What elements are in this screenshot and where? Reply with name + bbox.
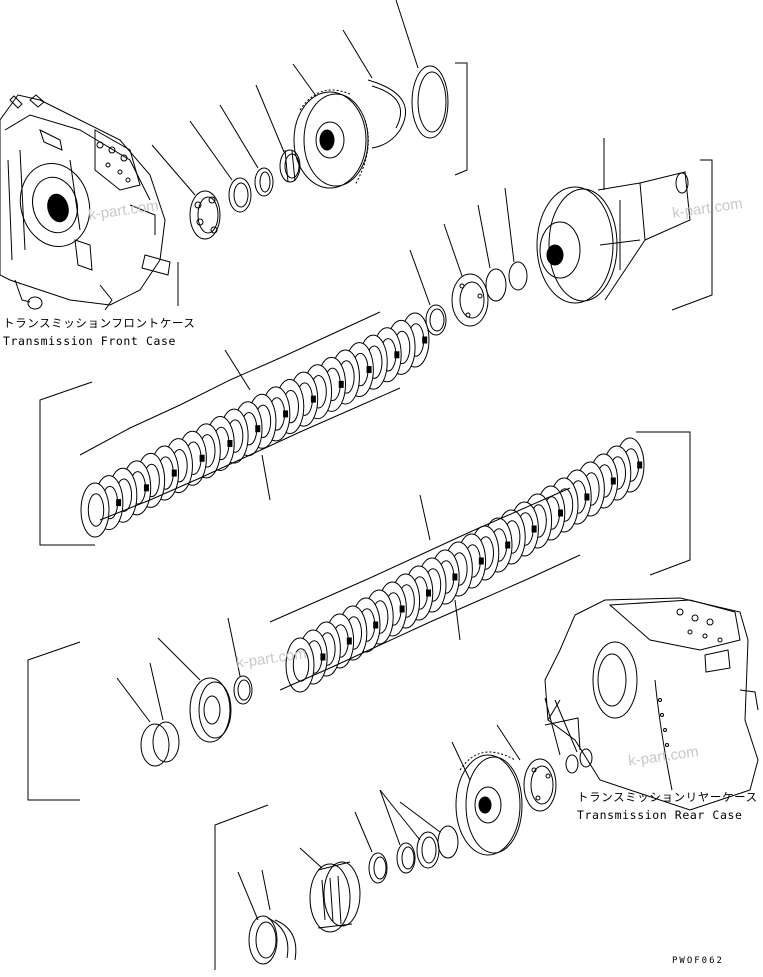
front-case-label-en: Transmission Front Case: [3, 334, 177, 348]
upper-leaders: [151, 0, 468, 196]
rear-case-label-en: Transmission Rear Case: [577, 808, 743, 822]
clutch-disc-tab: [255, 425, 261, 433]
clutch-disc-tab: [171, 469, 177, 477]
lower-right-parts: [379, 697, 593, 869]
output-leaders: [603, 138, 713, 311]
clutch-disc-tab: [143, 484, 149, 492]
mid-small-parts: [409, 187, 528, 336]
clutch-disc-tab: [558, 509, 563, 517]
clutch-disc-tab: [426, 589, 431, 597]
upper-clutch-pack: [80, 312, 430, 538]
clutch-disc-tab: [373, 621, 379, 629]
upper-gear-assembly: [189, 65, 449, 240]
clutch-disc-tab: [422, 336, 428, 344]
clutch-disc-tab: [199, 454, 205, 462]
clutch-disc-tab: [610, 477, 616, 485]
clutch-disc-tab: [227, 439, 233, 447]
clutch-disc-tab: [505, 541, 511, 549]
clutch-disc: [80, 482, 110, 538]
clutch-disc-tab: [394, 351, 400, 359]
upper-pack-leaders: [39, 311, 401, 546]
output-shaft: [536, 171, 691, 304]
drawing-code: PWOF062: [672, 956, 724, 966]
lower-clutch-pack: [285, 437, 645, 693]
clutch-disc-tab: [452, 573, 458, 581]
front-case-housing: [0, 94, 171, 311]
clutch-disc-tab: [338, 380, 344, 388]
lower-left-parts: [27, 617, 253, 801]
bottom-gear-assembly: [214, 789, 416, 970]
clutch-disc-tab: [310, 395, 316, 403]
clutch-disc-tab: [283, 410, 289, 418]
clutch-disc-tab: [116, 499, 122, 507]
clutch-disc-tab: [478, 557, 484, 565]
clutch-disc-tab: [320, 653, 326, 661]
rear-case-label-jp: トランスミッションリヤーケース: [577, 790, 758, 804]
clutch-disc-tab: [584, 493, 590, 501]
clutch-disc-tab: [346, 637, 352, 645]
clutch-disc-tab: [531, 525, 537, 533]
front-case-label-jp: トランスミッションフロントケース: [3, 316, 196, 330]
lower-pack-leaders: [269, 431, 691, 691]
clutch-disc-tab: [366, 366, 372, 374]
clutch-disc-tab: [637, 461, 643, 469]
clutch-disc-bore: [87, 493, 105, 527]
clutch-disc-tab: [399, 605, 405, 613]
rear-case-housing: [544, 597, 759, 811]
